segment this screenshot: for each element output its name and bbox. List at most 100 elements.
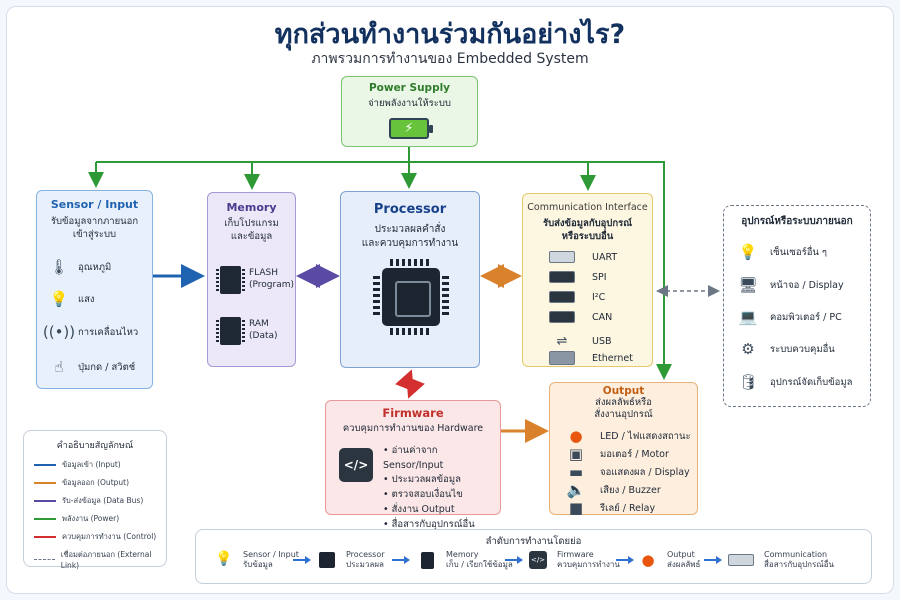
firmware-block: Firmware ควบคุมการทำงานของ Hardware </> …: [325, 400, 501, 530]
relay-icon: ■: [568, 499, 584, 517]
external-item: 🖥 หน้าจอ / Display: [738, 275, 844, 295]
output-block: Output ส่งผลลัพธ์หรือ สั่งงานอุปกรณ์ ●LE…: [549, 382, 698, 518]
laptop-icon: 💻: [738, 308, 758, 326]
firmware-task: อ่านค่าจาก Sensor/Input: [383, 444, 500, 473]
sensor-item-label: การเคลื่อนไหว: [78, 326, 139, 338]
flow-step-sub: ควบคุมการทำงาน: [557, 560, 620, 569]
legend-label: ข้อมูลเข้า (Input): [62, 460, 121, 469]
external-item-label: อุปกรณ์จัดเก็บข้อมูล: [770, 376, 853, 388]
flow-arrow: [392, 556, 410, 564]
memory-block: Memory เก็บโปรแกรม และข้อมูล FLASH(Progr…: [207, 192, 296, 367]
processor-desc: ประมวลผลคำสั่ง และควบคุมการทำงาน: [361, 224, 459, 249]
communication-interface-block: Communication Interface รับส่งข้อมูลกับอ…: [522, 193, 653, 367]
legend-label: เชื่อมต่อภายนอก (External Link): [60, 550, 152, 570]
output-item: ▣มอเตอร์ / Motor: [566, 444, 669, 464]
flow-step-name: Processor: [346, 550, 385, 559]
legend-item: รับ-ส่งข้อมูล (Data Bus): [34, 495, 143, 507]
comm-desc: รับส่งข้อมูลกับอุปกรณ์ หรือระบบอื่น: [542, 218, 633, 242]
external-item-label: ระบบควบคุมอื่น: [770, 343, 835, 355]
flow-step-sub: ประมวลผล: [346, 560, 384, 569]
sensor-input-block: Sensor / Input รับข้อมูลจากภายนอก เข้าสู…: [36, 190, 153, 389]
sensor-item: ((•)) การเคลื่อนไหว: [43, 322, 139, 342]
output-item-label: มอเตอร์ / Motor: [600, 448, 669, 460]
flow-title: ลำดับการทำงานโดยย่อ: [485, 536, 582, 547]
cpu-icon: [317, 550, 337, 570]
monitor-icon: 🖥: [738, 276, 758, 294]
output-item: ■ รีเลย์ / Relay: [566, 498, 655, 518]
legend-label: ข้อมูลออก (Output): [62, 478, 130, 487]
output-item-label: รีเลย์ / Relay: [600, 502, 656, 514]
output-arrow-swatch: [34, 482, 56, 484]
memory-desc: เก็บโปรแกรม และข้อมูล: [224, 218, 279, 242]
comm-item: ⇌USB: [549, 331, 612, 351]
legend-item: ข้อมูลเข้า (Input): [34, 459, 121, 471]
comm-item: Ethernet: [549, 351, 633, 365]
legend-label: พลังงาน (Power): [62, 514, 120, 523]
legend-label: รับ-ส่งข้อมูล (Data Bus): [62, 496, 144, 505]
legend-item: ควบคุมการทำงาน (Control): [34, 531, 156, 543]
output-desc: ส่งผลลัพธ์หรือ สั่งงานอุปกรณ์: [594, 397, 653, 421]
sensor-item: ☝ ปุ่มกด / สวิตช์: [49, 357, 135, 377]
sensor-item-label: อุณหภูมิ: [78, 261, 112, 273]
processor-block: Processor ประมวลผลคำสั่ง และควบคุมการทำง…: [340, 191, 480, 368]
flow-step-sub: สื่อสารกับอุปกรณ์อื่น: [764, 560, 834, 569]
legend-label: ควบคุมการทำงาน (Control): [62, 532, 157, 541]
output-item: ●LED / ไฟแสดงสถานะ: [566, 426, 691, 446]
can-chip-icon: [549, 311, 575, 323]
comm-item-label: I²C: [592, 291, 606, 303]
flow-step-name: Sensor / Input: [243, 550, 299, 559]
comm-item: CAN: [549, 311, 612, 323]
output-item-label: LED / ไฟแสดงสถานะ: [600, 430, 691, 442]
comm-item-label: SPI: [592, 271, 607, 283]
comm-item-label: USB: [592, 335, 612, 347]
page-subtitle: ภาพรวมการทำงานของ Embedded System: [311, 51, 589, 67]
memory-item-name: RAM: [249, 319, 269, 330]
comm-item: SPI: [549, 271, 607, 283]
sensor-icon: 💡: [738, 243, 758, 261]
output-item-label: จอแสดงผล / Display: [600, 466, 690, 478]
chip-icon: [417, 550, 437, 570]
legend-item: ข้อมูลออก (Output): [34, 477, 129, 489]
power-supply-block: Power Supply จ่ายพลังงานให้ระบบ ⚡: [341, 76, 478, 147]
chip-icon: [216, 317, 245, 345]
cpu-icon: [373, 259, 449, 335]
comm-title: Communication Interface: [527, 202, 648, 213]
flow-step-name: Communication: [764, 550, 828, 559]
firmware-desc: ควบคุมการทำงานของ Hardware: [342, 423, 484, 434]
ethernet-icon: [549, 351, 575, 365]
firmware-task: สื่อสารกับอุปกรณ์อื่น: [383, 518, 500, 533]
chip-icon: [216, 266, 245, 294]
thermometer-icon: 🌡: [49, 258, 69, 276]
external-title: อุปกรณ์หรือระบบภายนอก: [741, 216, 853, 227]
database-icon: 🛢: [738, 373, 758, 391]
output-item-label: เสียง / Buzzer: [600, 484, 661, 496]
code-icon: </>: [528, 550, 548, 570]
flow-step-sub: ส่งผลลัพธ์: [667, 560, 701, 569]
comm-item-label: Ethernet: [592, 352, 633, 364]
memory-item-flash: FLASH(Program): [216, 266, 294, 294]
power-desc: จ่ายพลังงานให้ระบบ: [368, 98, 451, 109]
firmware-title: Firmware: [382, 406, 444, 420]
memory-item-ram: RAM(Data): [216, 317, 278, 345]
memory-title: Memory: [226, 201, 277, 214]
battery-icon: ⚡: [389, 118, 433, 139]
flow-arrow: [293, 556, 311, 564]
external-item-label: หน้าจอ / Display: [770, 279, 844, 291]
output-item: ▬จอแสดงผล / Display: [566, 462, 690, 482]
external-item: 💻คอมพิวเตอร์ / PC: [738, 307, 842, 327]
touch-icon: ☝: [54, 358, 64, 376]
bus-arrow-swatch: [34, 500, 56, 502]
light-bulb-icon: 💡: [49, 290, 69, 308]
firmware-task: ตรวจสอบเงื่อนไข: [383, 488, 500, 503]
external-line-swatch: [34, 559, 55, 560]
firmware-task-list: อ่านค่าจาก Sensor/Input ประมวลผลข้อมูล ต…: [383, 444, 500, 532]
memory-item-name: FLASH: [249, 268, 279, 279]
uart-port-icon: [549, 251, 575, 263]
firmware-task: สั่งงาน Output: [383, 503, 500, 518]
control-line-swatch: [34, 536, 56, 538]
sensor-desc: รับข้อมูลจากภายนอก เข้าสู่ระบบ: [50, 216, 139, 240]
